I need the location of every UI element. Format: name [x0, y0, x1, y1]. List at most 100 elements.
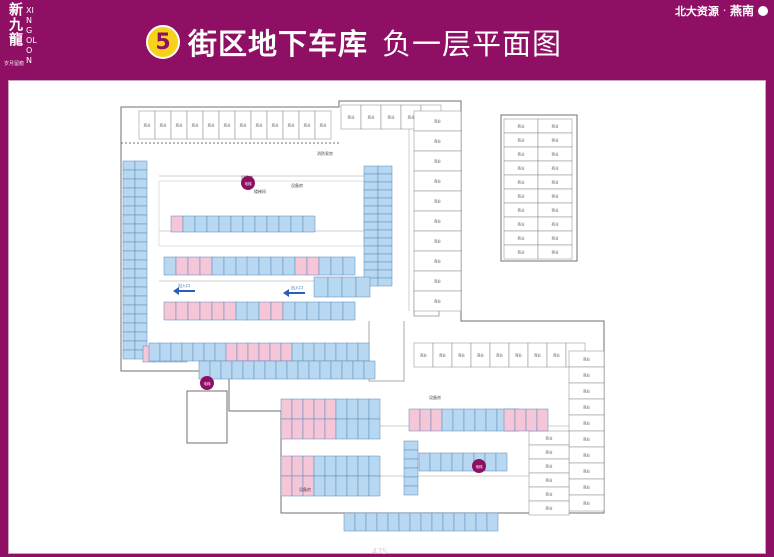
- parking-space: [346, 342, 359, 362]
- parking-space: [122, 277, 136, 288]
- arrow-right-icon: [283, 289, 289, 297]
- shop-units: 商业商业商业商业商业商业商业商业商业商业商业商业商业商业商业商业商业商业商业商业…: [138, 104, 605, 516]
- shop-label: 商业: [434, 299, 442, 304]
- shop-label: 商业: [518, 250, 526, 255]
- shop-label: 商业: [518, 222, 526, 227]
- parking-space: [187, 256, 201, 276]
- parking-space: [264, 360, 277, 380]
- parking-space: [363, 237, 379, 247]
- page-title: 5 街区地下车库 负一层平面图: [146, 22, 562, 62]
- parking-space: [335, 475, 348, 497]
- shop-label: 商业: [518, 208, 526, 213]
- parking-space: [266, 215, 280, 233]
- parking-space: [122, 169, 136, 180]
- parking-space: [122, 331, 136, 342]
- shop-label: 商业: [388, 115, 396, 120]
- parking-space: [463, 408, 476, 432]
- arrow-left-icon: [173, 287, 179, 295]
- parking-space: [346, 398, 359, 420]
- parking-space: [377, 173, 393, 183]
- parking-space: [313, 398, 326, 420]
- parking-space: [209, 360, 222, 380]
- parking-space: [258, 342, 271, 362]
- elevator-icon-3: [472, 459, 486, 473]
- shop-label: 商业: [518, 166, 526, 171]
- parking-space: [122, 241, 136, 252]
- parking-space: [235, 301, 249, 321]
- parking-space: [318, 301, 332, 321]
- shop-label: 商业: [434, 179, 442, 184]
- plan-labels: 设备房 消防泵房 楼梯间 设备房 设备房 设备房: [241, 150, 441, 492]
- shop-label: 商业: [420, 353, 428, 358]
- shop-label: 商业: [458, 353, 466, 358]
- elevator-label-2: 电梯: [204, 381, 211, 386]
- parking-space: [280, 475, 293, 497]
- shop-label: 商业: [552, 138, 560, 143]
- developer-name: 北大资源: [674, 4, 719, 18]
- parking-space: [377, 181, 393, 191]
- parking-space: [363, 205, 379, 215]
- shop-label: 商业: [552, 180, 560, 185]
- shop-label: 商业: [434, 139, 442, 144]
- parking-space: [486, 512, 499, 532]
- section-number-badge: 5: [146, 25, 180, 59]
- parking-space: [324, 342, 337, 362]
- parking-space: [236, 342, 249, 362]
- parking-space: [342, 301, 356, 321]
- parking-space: [122, 187, 136, 198]
- parking-space: [270, 301, 284, 321]
- shop-label: 商业: [518, 194, 526, 199]
- parking-space: [122, 313, 136, 324]
- shop-label: 商业: [583, 421, 591, 426]
- equipment-label-4: 设备房: [299, 486, 311, 492]
- shop-label: 商业: [240, 123, 247, 128]
- parking-space: [294, 256, 308, 276]
- traffic-arrows: 出入口 出入口: [173, 282, 305, 297]
- parking-space: [270, 256, 284, 276]
- parking-space: [377, 277, 393, 287]
- shop-label: 商业: [552, 124, 560, 129]
- shop-label: 商业: [518, 180, 526, 185]
- shop-label: 商业: [176, 123, 183, 128]
- parking-space: [134, 241, 148, 252]
- parking-space: [485, 408, 498, 432]
- elevator-markers: 电梯 电梯 电梯: [200, 176, 486, 473]
- parking-space: [346, 475, 359, 497]
- parking-space: [363, 261, 379, 271]
- parking-space: [514, 408, 527, 432]
- shop-label: 商业: [518, 124, 526, 129]
- shop-label: 商业: [439, 353, 447, 358]
- parking-space: [258, 301, 272, 321]
- parking-space: [163, 256, 177, 276]
- parking-space: [377, 221, 393, 231]
- parking-space: [122, 232, 136, 243]
- parking-space: [376, 512, 389, 532]
- parking-space: [368, 455, 381, 477]
- parking-space: [441, 408, 454, 432]
- title-sub: 负一层平面图: [382, 27, 563, 61]
- parking-space: [282, 256, 296, 276]
- parking-space: [377, 229, 393, 239]
- stair-label-1: 楼梯间: [254, 188, 266, 194]
- parking-space: [431, 512, 444, 532]
- shop-label: 商业: [224, 123, 231, 128]
- parking-space: [313, 276, 329, 298]
- shop-label: 商业: [434, 219, 442, 224]
- parking-space: [122, 304, 136, 315]
- parking-space: [313, 475, 326, 497]
- parking-space: [313, 342, 326, 362]
- parking-space: [357, 398, 370, 420]
- parking-space: [181, 342, 194, 362]
- elevator-icon-1: [241, 176, 255, 190]
- shop-label: 商业: [583, 357, 591, 362]
- parking-space: [403, 458, 419, 469]
- logo-english: XINGOLON: [26, 6, 37, 65]
- shop-label: 商业: [546, 464, 554, 469]
- shop-label: 商业: [434, 259, 442, 264]
- parking-space: [223, 256, 237, 276]
- parking-space: [159, 342, 172, 362]
- parking-space: [355, 276, 371, 298]
- parking-space: [225, 342, 238, 362]
- parking-space: [368, 398, 381, 420]
- parking-space: [175, 301, 189, 321]
